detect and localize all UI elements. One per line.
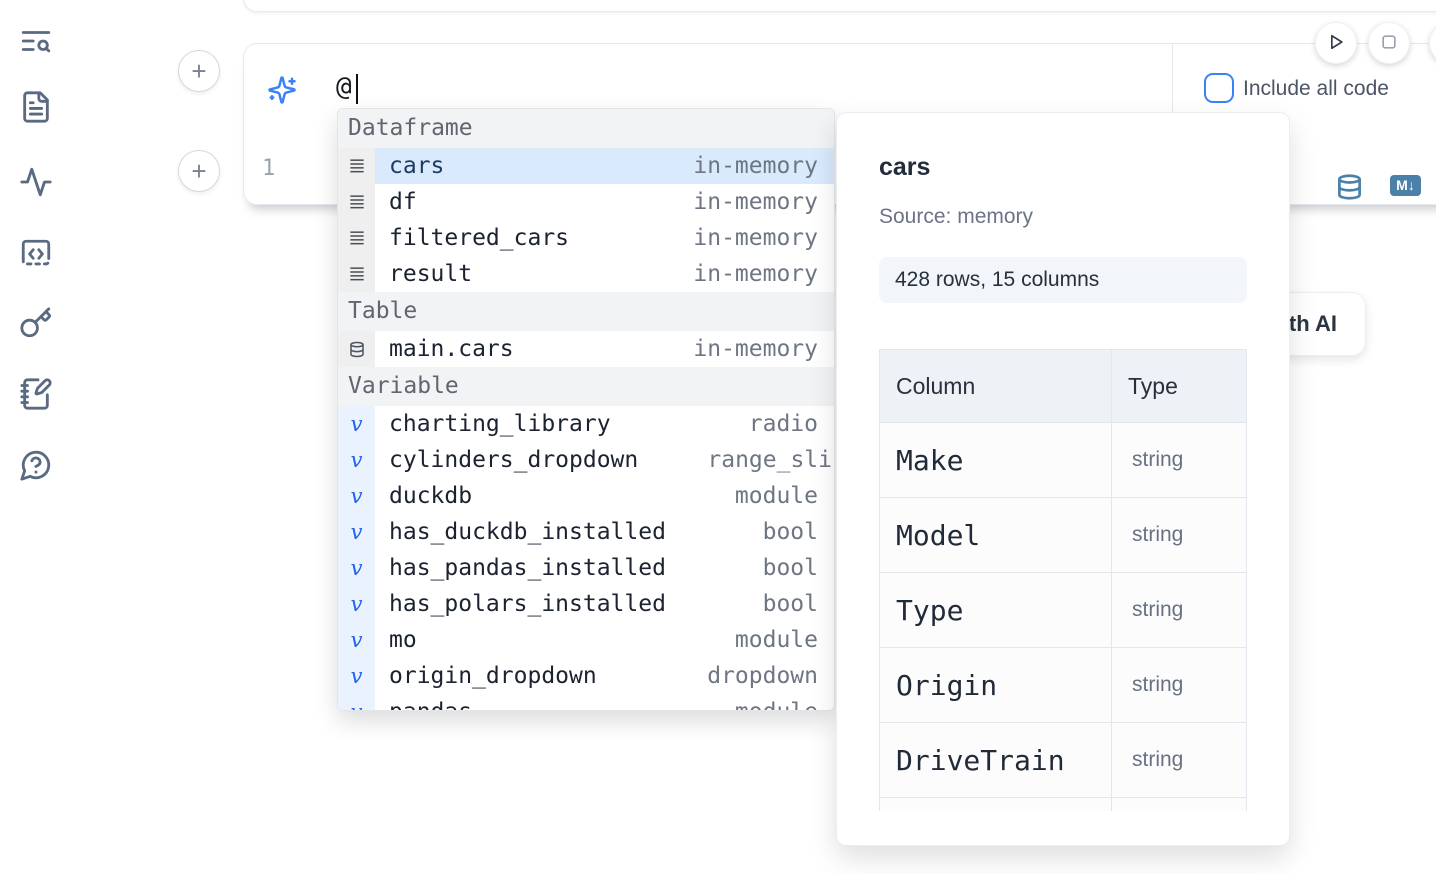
markdown-icon[interactable]: M↓ [1390,175,1421,196]
code-snippets-icon [19,239,53,274]
previous-cell-edge [243,0,1436,12]
schema-table: Column Type Make string Model string Typ… [879,349,1247,811]
variable-icon: v [338,694,375,710]
schema-row: DriveTrain string [880,723,1246,798]
stop-square-icon [1379,32,1399,55]
schema-header-type: Type [1128,372,1178,399]
preview-source: Source: memory [879,205,1034,228]
variable-icon: v [338,658,375,694]
variable-icon: v [338,622,375,658]
sidebar-shortcuts-button[interactable] [19,306,53,340]
dataframe-icon [338,256,375,292]
schema-row: Make string [880,423,1246,498]
dataframe-icon [338,220,375,256]
variable-icon: v [338,406,375,442]
preview-title: cars [879,153,931,181]
schema-header-row: Column Type [880,350,1246,423]
outline-search-icon [19,31,53,61]
include-all-code-label: Include all code [1243,77,1389,100]
add-cell-below-button[interactable]: + [178,150,220,192]
variable-icon: v [338,550,375,586]
autocomplete-item-pandas[interactable]: v pandasmodule [338,694,834,710]
activity-icon [19,167,53,202]
sidebar-files-button[interactable] [19,90,53,124]
prompt-divider [1172,44,1173,135]
sidebar-outline-search-button[interactable] [19,24,53,58]
schema-row [880,798,1246,811]
schema-row: Model string [880,498,1246,573]
schema-row: Type string [880,573,1246,648]
dataframe-icon [338,184,375,220]
variable-icon: v [338,478,375,514]
autocomplete-section-dataframe: Dataframe [338,109,834,148]
ai-prompt-input[interactable]: @ [336,72,352,102]
include-all-code-checkbox[interactable] [1204,73,1234,103]
text-cursor [356,74,358,104]
dataframe-preview-popover: cars Source: memory 428 rows, 15 columns… [836,112,1290,846]
sidebar-snippets-button[interactable] [19,237,53,271]
table-database-icon [338,331,375,367]
line-number: 1 [262,156,276,181]
database-icon [1336,174,1363,205]
schema-row: Origin string [880,648,1246,723]
notebook-pen-icon [19,378,53,414]
autocomplete-section-table: Table [338,292,834,331]
autocomplete-section-variable: Variable [338,367,834,406]
document-icon [19,91,53,127]
help-chat-icon [19,450,53,485]
run-cell-button[interactable] [1315,22,1357,64]
variable-icon: v [338,442,375,478]
preview-shape-badge: 428 rows, 15 columns [879,257,1247,303]
sidebar-activity-button[interactable] [19,165,53,199]
dataframe-icon [338,148,375,184]
datasource-toggle-button[interactable] [1336,172,1363,202]
schema-header-column: Column [880,350,1112,422]
key-icon [19,307,53,343]
add-cell-above-button[interactable]: + [178,50,220,92]
sidebar-scratchpad-button[interactable] [19,377,53,411]
variable-icon: v [338,586,375,622]
stop-button[interactable] [1368,22,1410,64]
variable-icon: v [338,514,375,550]
ai-sparkles-icon [267,75,297,105]
play-icon [1326,32,1346,55]
sidebar-help-button[interactable] [19,448,53,482]
